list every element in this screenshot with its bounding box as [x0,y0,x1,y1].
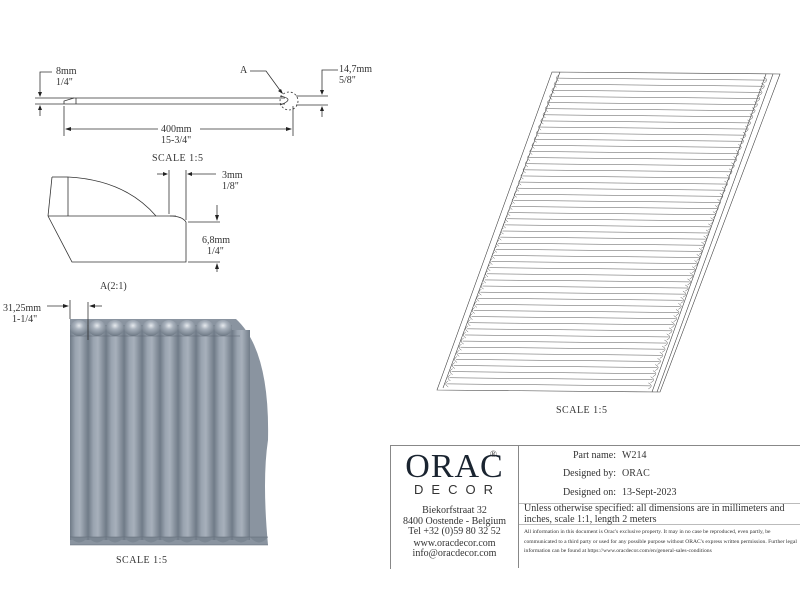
iso-scale-label: SCALE 1:5 [556,405,608,416]
address-street: Biekorfstraat 32 [422,505,487,516]
brand-logo: ORAC [405,448,504,485]
width-mm: 400mm [161,124,192,135]
detail-scale-label: SCALE 1:5 [116,555,168,566]
width-inch: 15-3/4" [161,135,192,146]
address-email: info@oracdecor.com [412,548,497,559]
title-block: ORAC ® DECOR Biekorfstraat 32 8400 Ooste… [390,445,800,569]
pitch-mm: 31,25mm [3,303,42,314]
pitch-inch: 1-1/4" [12,314,38,325]
address-web: www.oracdecor.com [413,538,496,549]
address-city: 8400 Oostende - Belgium [402,516,507,527]
registered-mark: ® [490,449,497,459]
address-phone: Tel +32 (0)59 80 32 52 [408,526,501,537]
brand-sub: DECOR [414,482,501,497]
info-cell: Part name: W214 Designed by: ORAC Design… [519,446,800,568]
section-scale-label: SCALE 1:5 [152,153,204,164]
dimension-note: Unless otherwise specified: all dimensio… [519,503,800,525]
legal-notice: All information in this document is Orac… [524,529,797,554]
logo-cell: ORAC ® DECOR Biekorfstraat 32 8400 Ooste… [391,446,519,568]
detail-label: A(2:1) [100,281,127,292]
right-thickness-inch: 5/8" [339,75,356,86]
groove-width-inch: 1/8" [222,181,239,192]
left-thickness-inch: 1/4" [56,77,73,88]
height-mm: 6,8mm [202,235,231,246]
right-thickness-mm: 14,7mm [339,64,373,75]
height-inch: 1/4" [207,246,224,257]
groove-width-mm: 3mm [222,170,243,181]
left-thickness-mm: 8mm [56,66,77,77]
detail-marker-a: A [240,65,248,76]
